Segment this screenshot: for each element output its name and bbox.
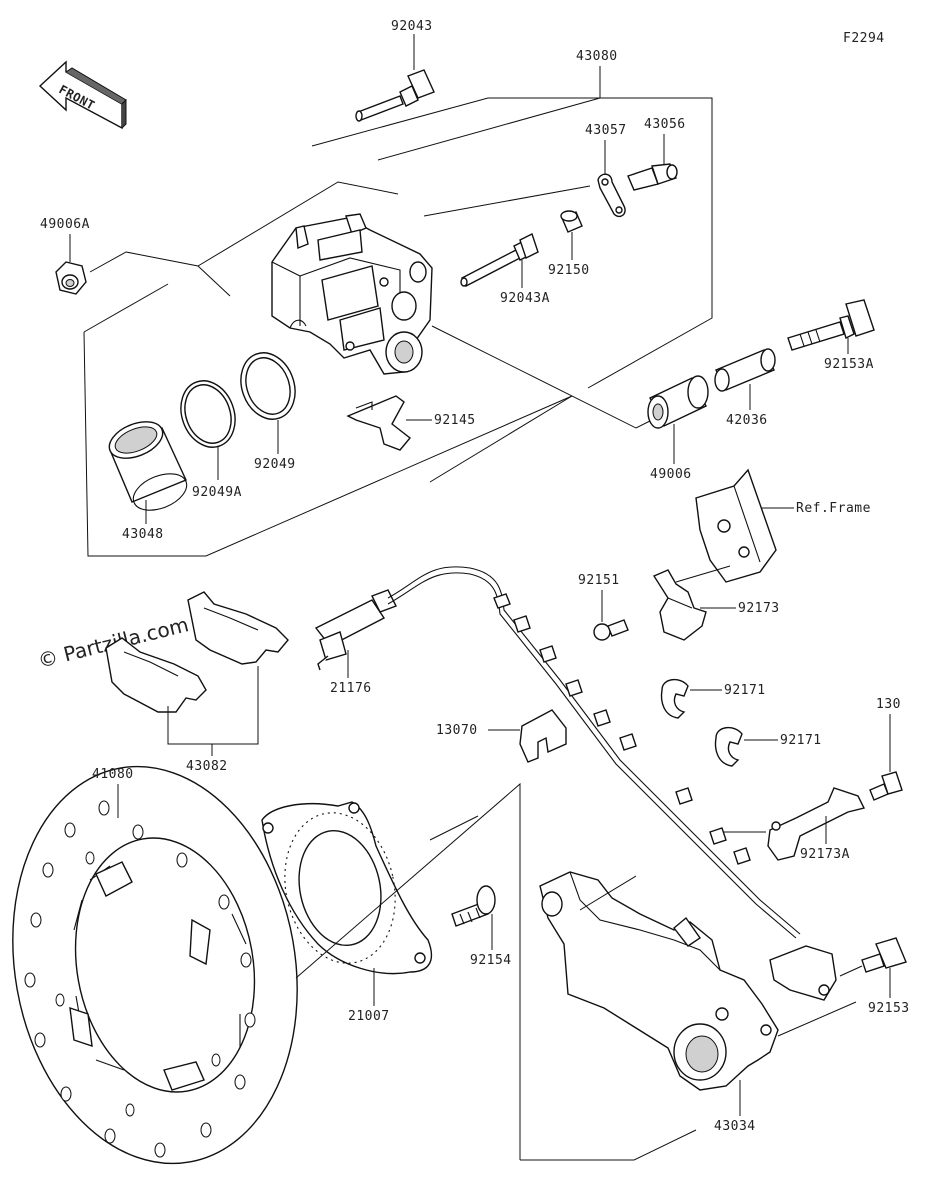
part-92173A-bracket [767, 787, 866, 861]
label-92043: 92043 [391, 19, 433, 34]
part-43056-bleeder-valve [627, 163, 678, 191]
part-92043A-pin [460, 233, 539, 287]
part-49006-bushing [647, 375, 709, 429]
label-43080: 43080 [576, 49, 618, 64]
label-42036: 42036 [726, 413, 768, 428]
label-92171-lower: 92171 [780, 733, 822, 748]
part-43057-bleeder-cap [597, 173, 626, 218]
part-43034-caliper-bracket [539, 871, 779, 1091]
ref-frame-label: Ref.Frame [796, 501, 871, 516]
label-92153A: 92153A [824, 357, 874, 372]
label-92151: 92151 [578, 573, 620, 588]
part-41080-brake-disc [12, 765, 298, 1165]
label-21176: 21176 [330, 681, 372, 696]
part-92150-cap [560, 210, 583, 233]
label-92171-upper: 92171 [724, 683, 766, 698]
part-42036-sleeve [714, 348, 776, 392]
part-92153A-bolt [787, 299, 875, 351]
label-92150: 92150 [548, 263, 590, 278]
part-92049-piston-seal [240, 352, 296, 420]
part-92153-bolt [861, 937, 907, 973]
front-direction-arrow: FRONT [38, 60, 127, 130]
ref-frame-bracket [695, 468, 777, 583]
part-92171-clamp-upper [660, 679, 689, 719]
part-49006A-nut [55, 261, 87, 295]
part-43082-brake-pads [105, 591, 289, 713]
part-92049A-dust-seal [180, 380, 236, 448]
label-130: 130 [876, 697, 901, 712]
label-43056: 43056 [644, 117, 686, 132]
label-13070: 13070 [436, 723, 478, 738]
part-130-bolt [869, 771, 903, 801]
part-13070-clip [519, 709, 567, 763]
label-41080: 41080 [92, 767, 134, 782]
part-21176-abs-sensor [314, 566, 837, 1001]
part-43048-piston [108, 421, 188, 511]
part-21007-abs-rotor [261, 801, 433, 975]
label-21007: 21007 [348, 1009, 390, 1024]
label-92173A: 92173A [800, 847, 850, 862]
label-92173: 92173 [738, 601, 780, 616]
label-43082: 43082 [186, 759, 228, 774]
label-43048: 43048 [122, 527, 164, 542]
part-92151-screw [593, 619, 629, 641]
label-92049A: 92049A [192, 485, 242, 500]
label-92154: 92154 [470, 953, 512, 968]
label-43034: 43034 [714, 1119, 756, 1134]
label-92049: 92049 [254, 457, 296, 472]
caliper-assembly-frame [83, 92, 713, 557]
figure-code: F2294 [843, 31, 885, 46]
label-92043A: 92043A [500, 291, 550, 306]
part-92043-bolt [355, 69, 435, 122]
label-92145: 92145 [434, 413, 476, 428]
part-92154-bolt [451, 885, 496, 927]
label-92153: 92153 [868, 1001, 910, 1016]
label-49006A: 49006A [40, 217, 90, 232]
part-92145-pad-spring [346, 395, 412, 451]
part-92171-clamp-lower [714, 727, 743, 767]
label-49006: 49006 [650, 467, 692, 482]
part-92173-clamp [652, 569, 707, 641]
label-43057: 43057 [585, 123, 627, 138]
part-caliper-body [271, 213, 433, 375]
